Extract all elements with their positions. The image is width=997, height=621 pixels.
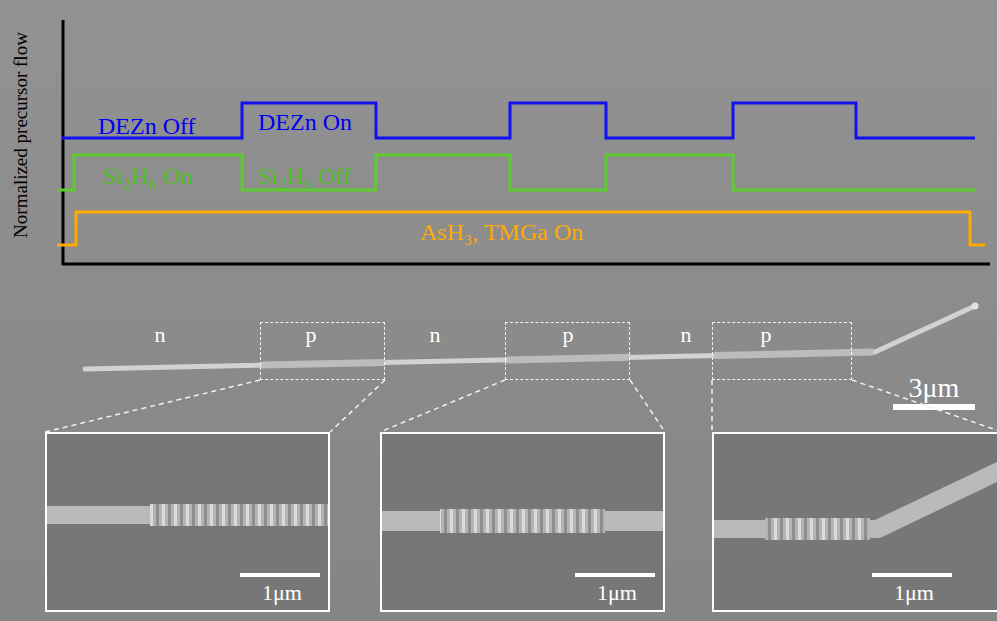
y-axis	[62, 20, 65, 265]
series-label: Si₂H₆ On	[103, 164, 192, 188]
region-label: p	[761, 324, 772, 346]
inset-background	[712, 432, 997, 612]
zoom-box: p	[712, 322, 852, 380]
scale-bar	[872, 573, 952, 577]
region-label: n	[681, 324, 692, 346]
zoom-connector	[45, 380, 385, 432]
series-label: AsH₃, TMGa On	[420, 220, 583, 244]
zoom-box: p	[505, 322, 630, 380]
region-label: n	[430, 324, 441, 346]
nanowire-tip	[972, 303, 979, 310]
inset-background	[380, 432, 665, 612]
scale-label: 1μm	[894, 582, 934, 604]
corrugated-p-segment	[440, 509, 605, 533]
region-label: p	[563, 324, 574, 346]
region-label: p	[306, 324, 317, 346]
inset-panel: 1μm	[380, 432, 665, 612]
series-label: DEZn Off	[98, 114, 196, 138]
arsine-tmga-flow-trace	[57, 212, 985, 245]
disilane-flow-trace	[58, 155, 975, 190]
scale-bar	[240, 573, 320, 577]
p-segment	[262, 362, 385, 365]
nanowire	[85, 306, 975, 369]
scale-label: 1μm	[597, 582, 637, 604]
region-label: n	[155, 324, 166, 346]
zoom-connector	[380, 380, 665, 432]
p-segment	[507, 357, 630, 360]
series-label: Si₂H₆ Off	[258, 164, 351, 188]
corrugated-p-segment	[765, 518, 870, 540]
scale-bar	[893, 404, 975, 410]
dezn-flow-trace	[62, 103, 975, 138]
x-axis	[62, 263, 990, 266]
inset-panel: 1μm	[712, 432, 997, 612]
scale-label: 3μm	[909, 374, 960, 402]
p-segment	[714, 352, 873, 355]
inset-background	[45, 432, 330, 612]
scale-bar	[575, 573, 655, 577]
zoom-box: p	[260, 322, 385, 380]
inset-panel: 1μm	[45, 432, 330, 612]
scale-label: 1μm	[262, 582, 302, 604]
series-label: DEZn On	[258, 110, 352, 134]
corrugated-p-segment	[150, 504, 330, 526]
axis-title: Normalized precursor flow	[11, 32, 30, 238]
